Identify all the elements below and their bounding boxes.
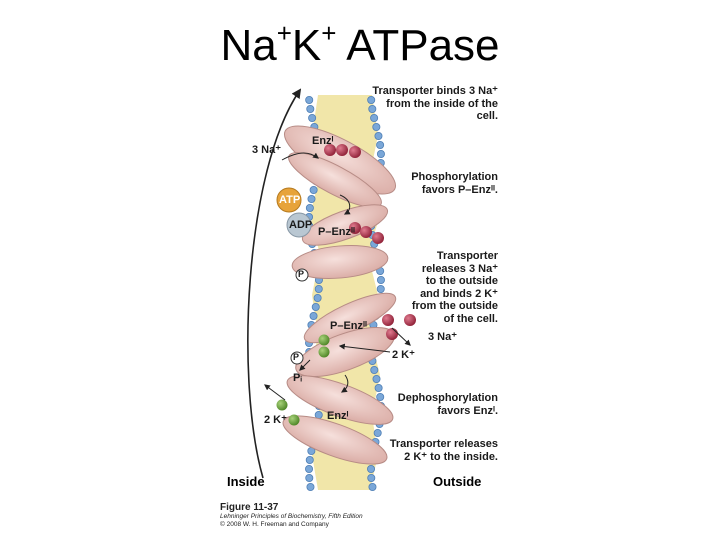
pi-label: Pᵢ [293,372,302,384]
p-label: P [293,352,300,362]
lipid-head [376,284,385,293]
penz-mid-label: P–Enzᴵᴵ [330,320,367,332]
lipid-head [368,482,377,491]
enz1-top-label: Enzᴵ [312,135,334,147]
k-outside-label: 2 K⁺ [392,349,415,361]
outside-label: Outside [433,474,482,489]
lipid-head [372,374,381,383]
lipid-head [305,473,314,482]
phosphate-icon [290,351,304,365]
atp-icon [276,187,302,213]
inside-label: Inside [227,474,265,489]
lipid-head [367,464,376,473]
book-title: Lehninger Principles of Biochemistry, Fi… [220,513,363,520]
lipid-head [308,114,317,123]
lipid-head [376,140,385,149]
lipid-head [305,455,314,464]
lipid-head [376,392,385,401]
cycle-arrow [247,88,302,479]
lipid-head [373,428,382,437]
na-inside-label: 3 Na⁺ [252,144,282,156]
lipid-head [306,482,315,491]
enzyme-state-2 [291,204,389,279]
p-label: P [298,269,305,279]
k-release-arrow [264,384,286,401]
lipid-head [368,105,377,114]
na-exit-arrow [391,327,411,346]
lipid-head [367,473,376,482]
phosphate-icon [295,268,309,282]
lipid-head [309,311,318,320]
lipid-head [367,96,376,105]
pi-release-arrow [299,359,311,371]
annotation-binds: Transporter binds 3 Na⁺from the inside o… [372,85,498,122]
figure-number: Figure 11-37 [220,502,279,513]
potassium-ions [276,334,330,426]
enzyme-state-4 [282,375,394,465]
lipid-head [307,194,316,203]
enzyme-state-3 [295,292,397,378]
lipid-head [370,114,379,123]
dephosph-arrow [341,374,349,393]
k-entry-arrow [338,343,391,353]
lipid-head [370,365,379,374]
lipid-head [306,105,315,114]
phosph-arrow [339,194,351,215]
lipid-head [311,302,320,311]
enzyme-state-1 [283,125,397,208]
lipid-head [309,185,318,194]
lipid-head [374,131,383,140]
figure-caption: Figure 11-37 Lehninger Principles of Bio… [220,502,363,529]
enz1-bottom-label: Enzᴵ [327,410,349,422]
lipid-head [376,275,385,284]
copyright: © 2008 W. H. Freeman and Company [220,521,329,528]
penz-top-label: P–Enzᴵᴵ [318,226,355,238]
lipid-head [372,123,381,132]
lipid-head [376,149,385,158]
page-title: Na+K+ ATPase [220,18,500,70]
na-outside-label: 3 Na⁺ [428,331,458,343]
atp-label: ATP [279,194,301,206]
na-entry-arrow [281,152,319,161]
lipid-head [314,284,323,293]
lipid-head [374,383,383,392]
k-inside-label: 2 K⁺ [264,414,287,426]
adp-icon [286,212,312,238]
lipid-head [305,96,314,105]
adp-label: ADP [289,219,313,231]
lipid-head [305,464,314,473]
lipid-head [313,293,322,302]
lipid-head [305,203,314,212]
